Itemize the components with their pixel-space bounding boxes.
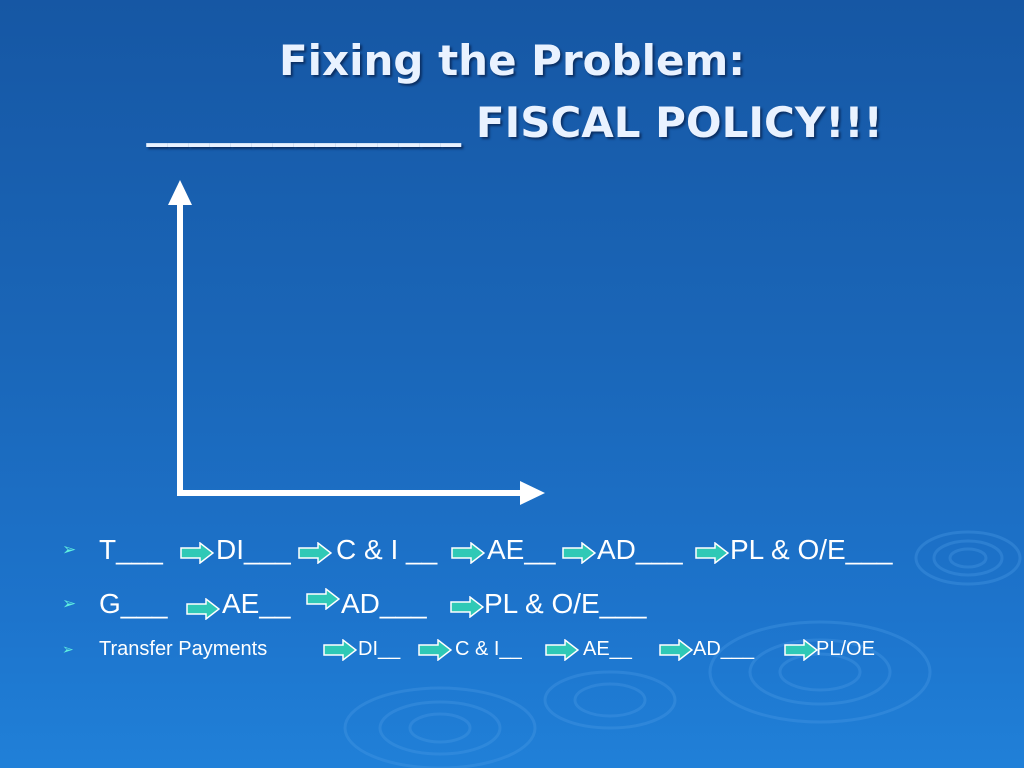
title-line-1: Fixing the Problem: (278, 36, 746, 85)
x-axis-arrowhead (520, 481, 545, 505)
right-block-arrow-icon (450, 596, 484, 618)
bullet-segment: T___ (99, 534, 163, 565)
bullet-segment: AE__ (487, 534, 556, 565)
arrowhead-bullet-icon: ➢ (62, 594, 77, 613)
bullet-segment: PL/OE (816, 638, 875, 660)
arrowhead-bullet-icon: ➢ (62, 540, 77, 559)
bullet-segment: DI___ (216, 534, 291, 565)
right-block-arrow-icon (180, 542, 214, 564)
right-block-arrow-icon (695, 542, 729, 564)
right-block-arrow-icon (451, 542, 485, 564)
bullet-segment: AD___ (693, 638, 755, 660)
bullet-segment: C & I__ (455, 638, 522, 660)
bullet-segment: PL & O/E___ (730, 534, 893, 565)
right-block-arrow-icon (545, 639, 579, 661)
right-block-arrow-icon (784, 639, 818, 661)
right-block-arrow-icon (306, 588, 340, 610)
right-block-arrow-icon (659, 639, 693, 661)
title-line-2: _______________ FISCAL POLICY!!! (146, 98, 883, 147)
y-axis-arrowhead (168, 180, 192, 205)
right-block-arrow-icon (323, 639, 357, 661)
bullet-segment: Transfer Payments (99, 638, 268, 660)
bullet-segment: DI__ (358, 638, 401, 660)
right-block-arrow-icon (562, 542, 596, 564)
bullet-segment: PL & O/E___ (484, 588, 647, 619)
bullet-segment: C & I __ (336, 534, 438, 565)
slide-title: Fixing the Problem: _______________ FISC… (0, 30, 1024, 154)
bullet-segment: AE__ (222, 588, 291, 619)
right-block-arrow-icon (186, 598, 220, 620)
bullet-segment: AD___ (341, 588, 427, 619)
arrowhead-bullet-icon: ➢ (62, 641, 74, 657)
bullet-segment: AE__ (583, 638, 632, 660)
bullet-segment: AD___ (597, 534, 683, 565)
bullet-segment: G___ (99, 588, 168, 619)
right-block-arrow-icon (418, 639, 452, 661)
right-block-arrow-icon (298, 542, 332, 564)
